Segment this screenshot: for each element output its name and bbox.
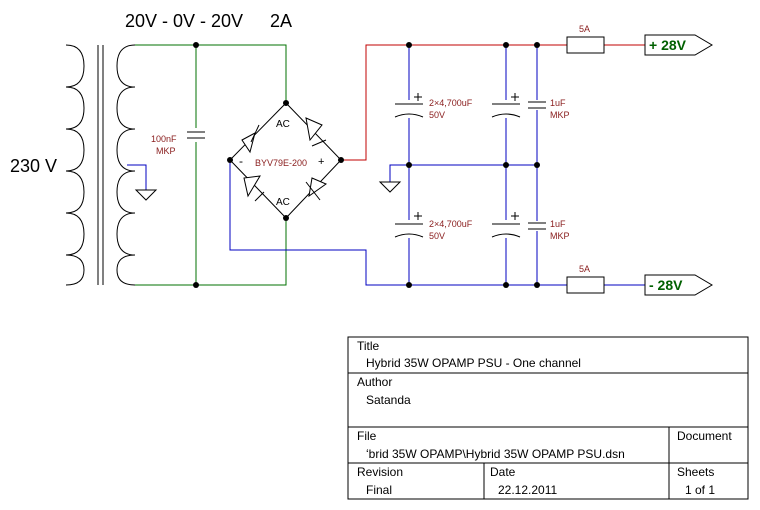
reservoir-cap-bottom-left [394,212,424,238]
file-value: ʻbrid 35W OPAMP\Hybrid 35W OPAMP PSU.dsn [366,447,625,461]
port-positive [644,34,713,56]
mains-voltage: 230 V [10,156,57,176]
ground-icon [134,189,158,201]
reservoir-cap-voltage: 50V [429,110,445,120]
title-block [347,336,749,500]
film-cap-value: 100nF [151,134,177,144]
document-label: Document [677,429,732,443]
bridge-minus: - [239,154,243,168]
secondary-winding [116,44,136,286]
title-label: Title [357,339,380,353]
sheets-value: 1 of 1 [685,483,715,497]
bypass-cap-type: MKP [550,231,570,241]
reservoir-cap-value: 2×4,700uF [429,219,473,229]
title-value: Hybrid 35W OPAMP PSU - One channel [366,356,581,370]
bridge-ac-bottom: AC [276,197,290,208]
bypass-cap-bottom [528,221,546,231]
output-ports [644,34,713,296]
film-cap-type: MKP [156,146,176,156]
output-negative-label: - 28V [649,277,683,293]
bridge-ac-top: AC [276,119,290,130]
bypass-cap-value: 1uF [550,98,566,108]
fuse-negative [566,276,605,294]
diode-top-right [305,117,327,147]
reservoir-cap-voltage: 50V [429,231,445,241]
film-capacitor [186,128,206,142]
transformer-rating: 20V - 0V - 20V [125,11,243,31]
fuse-positive [566,36,605,54]
bridge-part: BYV79E-200 [255,158,307,168]
fuse-rating: 5A [579,264,590,274]
bypass-capacitors [528,100,546,231]
ground-icon [378,181,402,193]
bridge-plus: + [318,156,324,168]
bypass-cap-top [528,100,546,110]
ground-symbols [134,181,402,201]
file-label: File [357,429,377,443]
reservoir-cap-bottom-right [491,212,521,238]
author-value: Satanda [366,393,411,407]
diode-bottom-right [305,177,328,201]
diode-bottom-left [243,175,265,202]
center-tap-net [127,164,147,190]
transformer [65,44,136,286]
fuse-rating: 5A [579,24,590,34]
diode-top-left [241,124,260,154]
sheets-label: Sheets [677,465,714,479]
junction-dots [193,42,540,288]
positive-rail [341,44,645,161]
ac-net [135,44,287,286]
revision-label: Revision [357,465,403,479]
port-negative [644,274,713,296]
reservoir-cap-value: 2×4,700uF [429,98,473,108]
current-rating: 2A [270,11,292,31]
bypass-cap-type: MKP [550,110,570,120]
primary-winding [65,44,85,286]
output-positive-label: + 28V [649,37,687,53]
date-label: Date [490,465,516,479]
revision-value: Final [366,483,392,497]
reservoir-capacitors [394,93,521,238]
reservoir-cap-top-right [491,93,521,118]
date-value: 22.12.2011 [498,483,557,497]
author-label: Author [357,375,392,389]
bypass-cap-value: 1uF [550,219,566,229]
reservoir-cap-top-left [394,93,424,118]
fuses [566,36,605,294]
